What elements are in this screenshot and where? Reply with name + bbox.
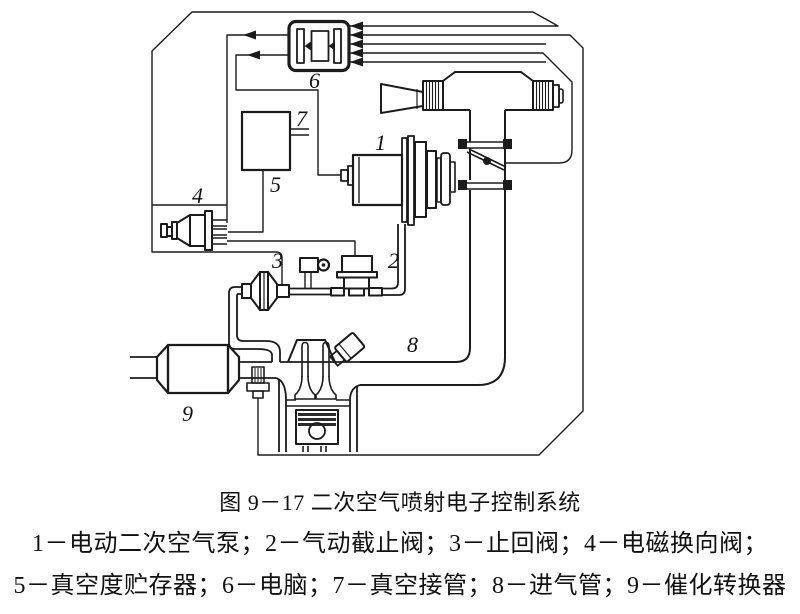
oxygen-sensor xyxy=(246,366,270,399)
callout-8: 8 xyxy=(407,332,418,357)
engine-cylinder xyxy=(239,332,366,452)
valve-stem xyxy=(322,341,330,377)
ecu-to-pump-wire xyxy=(235,54,341,176)
wrist-pin xyxy=(308,422,326,440)
callout-5: 5 xyxy=(270,172,281,197)
oxygen-sensor-wire xyxy=(257,34,584,456)
exhaust-port-pipe xyxy=(239,361,360,379)
manifold-top xyxy=(442,71,534,110)
solenoid-valve xyxy=(160,210,227,251)
ecu-box xyxy=(287,19,351,73)
air-pump xyxy=(340,135,456,226)
callout-9: 9 xyxy=(182,401,193,426)
throttle-bore xyxy=(469,110,506,180)
callout-1: 1 xyxy=(375,130,386,155)
callout-7: 7 xyxy=(296,106,308,131)
figure-caption-title: 图 9－17 二次空气喷射电子控制系统 xyxy=(219,490,581,515)
throttle-plate xyxy=(466,148,507,171)
vacuum-reservoir xyxy=(240,110,292,172)
wiring-harness xyxy=(151,11,584,456)
arrowhead-icon xyxy=(243,21,363,67)
schematic-diagram: 1 2 3 4 5 6 7 8 9 xyxy=(130,11,584,456)
head-deck xyxy=(286,399,350,407)
diode-icon xyxy=(304,41,311,51)
valve-control-hose xyxy=(227,240,356,256)
throttle-sensor-wire xyxy=(350,52,573,164)
valve-stem xyxy=(301,341,309,377)
head-roof xyxy=(287,339,336,363)
intake-runner xyxy=(360,190,506,386)
flange xyxy=(458,180,512,190)
reservoir-hose xyxy=(228,170,264,233)
callout-3: 3 xyxy=(271,248,283,273)
intake-assembly xyxy=(360,71,564,386)
callout-4: 4 xyxy=(192,183,203,208)
ecu-loop-wire xyxy=(151,11,559,285)
callout-2: 2 xyxy=(388,248,399,273)
valve-head xyxy=(294,375,316,400)
relief-cap xyxy=(299,257,331,288)
spark-plug xyxy=(329,332,366,367)
piston xyxy=(295,409,339,452)
ecu-to-solenoid-wire xyxy=(226,34,290,223)
catalytic-converter xyxy=(130,343,241,395)
shutoff-valve xyxy=(330,255,383,297)
diode-icon xyxy=(328,41,335,51)
figure-legend-line-2: 5－真空度贮存器；6－电脑；7－真空接管；8－进气管；9－催化转换器 xyxy=(13,573,787,599)
figure-legend-line-1: 1－电动二次空气泵；2－气动截止阀；3－止回阀；4－电磁换向阀； xyxy=(32,531,768,557)
callout-6: 6 xyxy=(309,68,320,93)
valve-head xyxy=(315,375,337,400)
intake-runner xyxy=(360,190,471,363)
check-valve xyxy=(241,257,331,311)
cylinder-walls xyxy=(278,380,358,452)
callout-labels: 1 2 3 4 5 6 7 8 9 xyxy=(182,68,418,426)
vacuum-pipe-stub xyxy=(290,128,309,136)
flange xyxy=(458,139,512,149)
air-injection-pipes xyxy=(228,224,406,362)
